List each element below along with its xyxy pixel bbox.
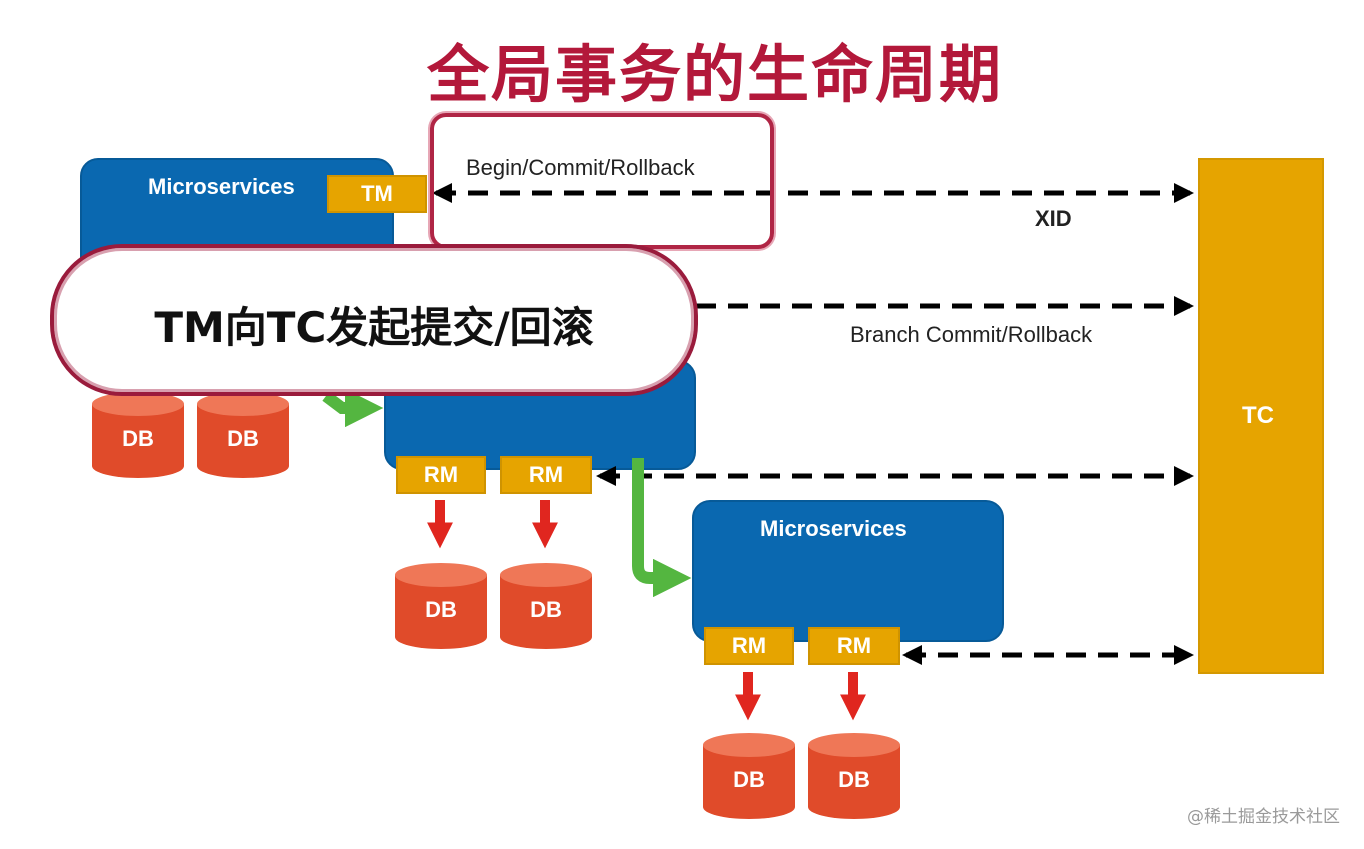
db-shape xyxy=(500,563,592,649)
callout-bubble: TM向TC发起提交/回滚 xyxy=(50,244,698,396)
db-label: DB xyxy=(122,426,154,451)
db-shape xyxy=(703,733,795,819)
highlight-frame xyxy=(430,113,774,249)
db-cylinder-5: DB xyxy=(703,733,795,819)
microservices-box-3 xyxy=(692,500,1004,642)
db-shape xyxy=(197,392,289,478)
db-label: DB xyxy=(530,597,562,622)
db-cylinder-6: DB xyxy=(808,733,900,819)
db-shape xyxy=(395,563,487,649)
db-shape xyxy=(808,733,900,819)
callout-text: TM向TC发起提交/回滚 xyxy=(154,303,594,352)
tm-tag: TM xyxy=(327,175,427,213)
db-label: DB xyxy=(425,597,457,622)
call-arrow-1 xyxy=(322,388,384,428)
tc-bar xyxy=(1198,158,1324,674)
db-cylinder-1: DB xyxy=(92,392,184,478)
db-label: DB xyxy=(227,426,259,451)
begin-commit-rollback-label: Begin/Commit/Rollback xyxy=(466,155,695,180)
call-arrow-2 xyxy=(632,458,692,598)
xid-label: XID xyxy=(1035,206,1072,231)
diagram-title: 全局事务的生命周期 xyxy=(426,38,1003,111)
db-label: DB xyxy=(733,767,765,792)
db-shape xyxy=(92,392,184,478)
db-cylinder-4: DB xyxy=(500,563,592,649)
tc-label: TC xyxy=(1242,402,1274,429)
rm-tag-3: RM xyxy=(704,627,794,665)
rm-tag-1: RM xyxy=(396,456,486,494)
db-label: DB xyxy=(838,767,870,792)
microservices-label-3: Microservices xyxy=(760,516,907,541)
db-cylinder-2: DB xyxy=(197,392,289,478)
db-cylinder-3: DB xyxy=(395,563,487,649)
watermark: @稀土掘金技术社区 xyxy=(1187,807,1340,827)
rm-tag-4: RM xyxy=(808,627,900,665)
microservices-label-1: Microservices xyxy=(148,174,295,199)
branch-commit-rollback-label: Branch Commit/Rollback xyxy=(850,322,1093,347)
rm-tag-2: RM xyxy=(500,456,592,494)
